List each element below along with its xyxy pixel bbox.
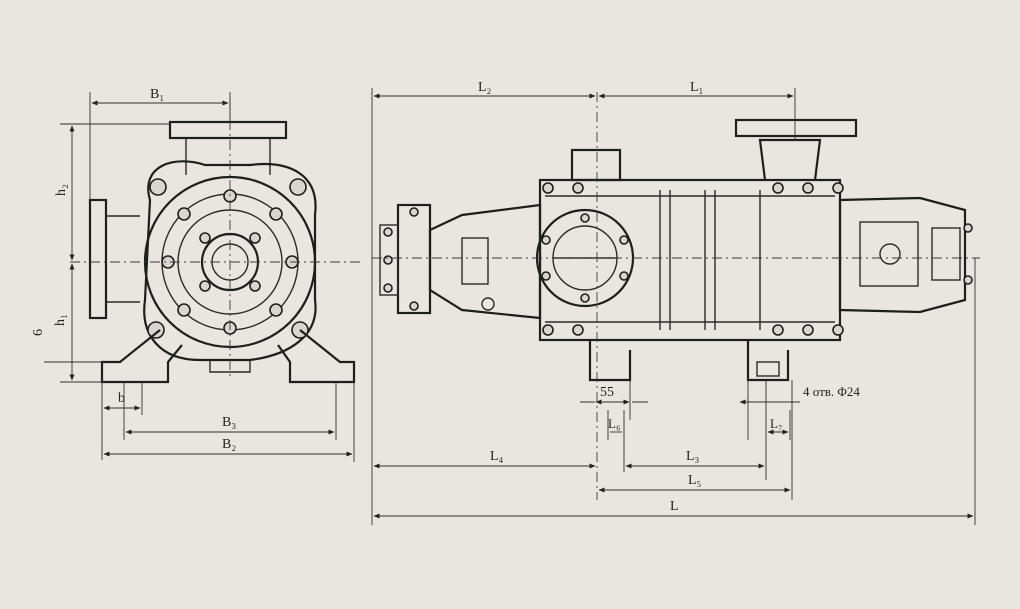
label-l3: L₃ xyxy=(686,449,700,464)
b-extension xyxy=(101,382,143,460)
label-holes: 4 отв. Φ24 xyxy=(803,384,860,399)
right-foot-front xyxy=(746,340,790,382)
right-end-bolt-bottom xyxy=(963,275,973,285)
left-flange-bolts xyxy=(383,207,419,311)
left-bearing-window xyxy=(461,237,489,285)
tie-rod-nuts xyxy=(542,182,844,336)
b1-extension xyxy=(89,92,231,200)
end-view-centerlines xyxy=(70,100,360,380)
label-b: b xyxy=(118,391,125,406)
casing-outline xyxy=(143,160,317,362)
front-view: L₂ L₁ 55 4 отв. Φ24 L₆ L₇ L₄ L₃ L₅ L xyxy=(371,80,980,525)
discharge-neck-front xyxy=(758,138,822,181)
left-foot-front xyxy=(588,340,632,382)
left-foot xyxy=(100,329,183,384)
label-b1: B₁ xyxy=(150,87,164,102)
b3-extension xyxy=(123,382,337,440)
end-view-bolts xyxy=(147,178,309,339)
stage-dividers xyxy=(659,190,761,330)
label-l4: L₄ xyxy=(490,449,504,464)
label-55: 55 xyxy=(600,385,614,400)
foot-hole xyxy=(756,361,780,377)
l-top-extensions xyxy=(371,88,796,525)
right-end-bolt-top xyxy=(963,223,973,233)
label-h1: h₁ xyxy=(53,314,68,326)
label-b3: B₃ xyxy=(222,415,236,430)
label-h2: h₂ xyxy=(54,184,69,196)
left-bearing-housing xyxy=(428,203,542,320)
suction-flange-left xyxy=(88,198,108,320)
discharge-neck xyxy=(185,138,271,175)
left-flange xyxy=(396,203,432,315)
discharge-flange-front xyxy=(734,118,858,138)
right-bearing-window xyxy=(931,227,961,281)
l6-extension xyxy=(607,410,625,472)
label-l1: L₁ xyxy=(690,80,703,95)
discharge-flange-top xyxy=(168,120,288,140)
label-b2: B₂ xyxy=(222,437,236,452)
right-bearing-cover xyxy=(859,221,919,287)
label-l5: L₅ xyxy=(688,473,702,488)
right-shaft-end xyxy=(879,243,901,265)
suction-casing-bolts xyxy=(541,213,629,303)
right-bearing-housing xyxy=(838,196,967,314)
suction-top-boss xyxy=(570,148,622,182)
left-flange-face xyxy=(379,224,399,296)
tie-rods xyxy=(545,195,835,323)
label-l2: L₂ xyxy=(478,80,492,95)
drain-boss xyxy=(209,360,251,373)
left-grease-nipple xyxy=(481,297,495,311)
label-l6: L₆ xyxy=(608,416,620,431)
l7-extension xyxy=(747,380,791,480)
end-view: B₁ h₂ h₁ 6 b B₃ B₂ xyxy=(31,87,360,462)
right-foot xyxy=(277,329,356,384)
label-l: L xyxy=(670,499,679,514)
label-six: 6 xyxy=(31,329,46,336)
suction-neck xyxy=(106,215,140,303)
pump-body xyxy=(538,178,842,342)
label-l7: L₇ xyxy=(770,416,782,431)
